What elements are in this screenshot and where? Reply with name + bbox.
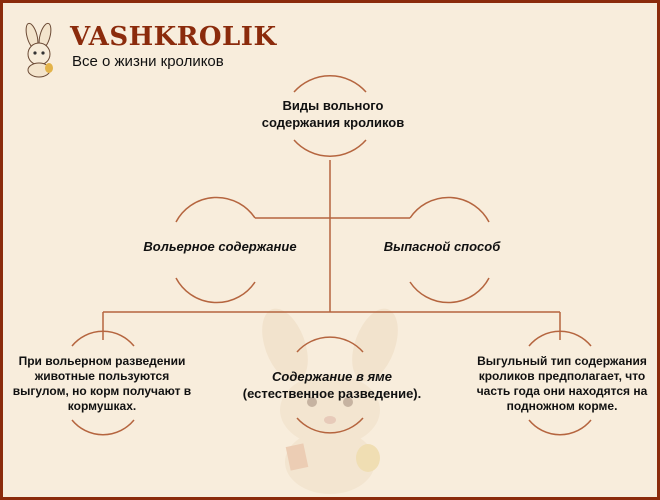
leaf-center-subtitle: (естественное разведение). [242, 386, 422, 401]
mid-right-arc-top [409, 196, 490, 223]
leaf-left-arc-bottom [71, 419, 135, 436]
mid-left-arc-top [175, 196, 256, 223]
brand-name[interactable]: VASHKROLIK [70, 22, 277, 52]
rabbit-logo-icon [25, 22, 53, 78]
leaf-right-text: Выгульный тип содержания кроликов предпо… [476, 354, 648, 413]
leaf-left-arc-top [71, 330, 135, 347]
leaf-center-node: Содержание в яме (естественное разведени… [224, 368, 440, 402]
leaf-right-arc-bottom [528, 419, 592, 436]
rabbit-watermark-icon [262, 308, 398, 494]
leaf-right-arc-top [528, 330, 592, 347]
root-arc-bottom [293, 139, 367, 157]
brand-tagline: Все о жизни кроликов [72, 53, 224, 70]
mid-right-arc-bottom [409, 277, 490, 304]
leaf-left-text: При вольерном разведении животные пользу… [12, 354, 192, 413]
branch-left-label: Вольерное содержание [143, 239, 297, 254]
mid-left-arc-bottom [175, 277, 256, 304]
leaf-center-arc-bottom [296, 417, 364, 434]
branch-right-label: Выпасной способ [383, 239, 501, 254]
site-header: VASHKROLIK Все о жизни кроликов [14, 22, 276, 78]
leaf-center-title: Содержание в яме [272, 369, 392, 384]
root-node-label: Виды вольного содержания кроликов [261, 98, 405, 130]
root-arc-top [293, 75, 367, 93]
leaf-center-arc-top [296, 336, 364, 353]
